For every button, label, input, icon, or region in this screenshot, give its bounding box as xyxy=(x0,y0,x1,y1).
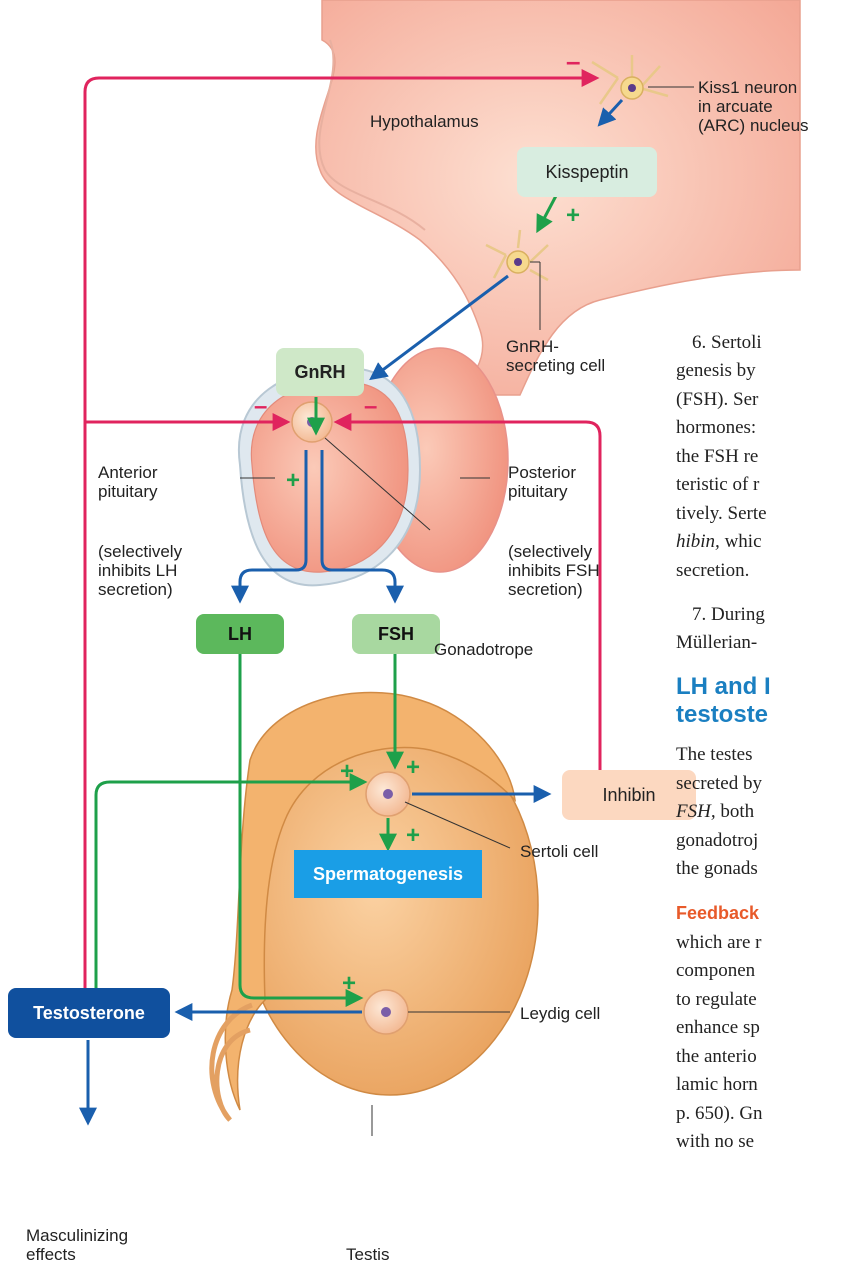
gnrh-cell-label-line2: secreting cell xyxy=(506,356,605,375)
sertoli-cell-label: Sertoli cell xyxy=(520,842,598,861)
lh-inhibition-note-line3: secretion) xyxy=(98,580,173,599)
body2-line4: enhance sp xyxy=(676,1014,760,1043)
anterior-pituitary-label-line2: pituitary xyxy=(98,482,158,501)
leydig-cell-label: Leydig cell xyxy=(520,1004,600,1023)
masculinizing-label-line1: Masculinizing xyxy=(26,1226,128,1245)
body1-line1: The testes xyxy=(676,741,753,770)
body1-line3: FSH, both xyxy=(676,798,754,827)
testis-label: Testis xyxy=(346,1245,389,1264)
fsh-inhibition-note-line1: (selectively xyxy=(508,542,592,561)
body2-line8: with no se xyxy=(676,1128,754,1157)
kiss1-label-line3: (ARC) nucleus xyxy=(698,116,809,135)
gnrh-plus-sign: + xyxy=(286,471,300,490)
anterior-pituitary-label-line1: Anterior xyxy=(98,463,158,482)
kiss1-label-line1: Kiss1 neuron xyxy=(698,78,797,97)
gonadotrope-cell-icon xyxy=(292,402,332,442)
section-heading-line1: LH and I xyxy=(676,673,771,700)
para6-rest: whic xyxy=(720,531,762,552)
lh-minus-sign: – xyxy=(254,397,267,416)
fsh-inhibition-note-line2: inhibits FSH xyxy=(508,561,600,580)
section-heading-line2: testoste xyxy=(676,701,768,728)
fsh-inhibition-note-line3: secretion) xyxy=(508,580,583,599)
sertoli-cell-icon xyxy=(366,772,410,816)
para6-line9: secretion. xyxy=(676,557,749,586)
lh-inhibition-note-line2: inhibits LH xyxy=(98,561,177,580)
hypothalamus-label: Hypothalamus xyxy=(370,112,479,131)
body2-line1: which are r xyxy=(676,929,761,958)
gnrh-cell-label-line1: GnRH- xyxy=(506,337,559,356)
para7-line2: Müllerian- xyxy=(676,629,757,658)
fsh-plus-sign: + xyxy=(406,758,420,777)
body2-line2: componen xyxy=(676,957,755,986)
para6-line6: teristic of r xyxy=(676,471,759,500)
fsh-minus-sign: – xyxy=(364,397,377,416)
fsh-box: FSH xyxy=(352,614,440,654)
body2-line6: lamic horn xyxy=(676,1071,758,1100)
para6-line1: 6. Sertoli xyxy=(692,329,762,358)
body1-line5: the gonads xyxy=(676,855,758,884)
body1-line4: gonadotroj xyxy=(676,827,758,856)
spermatogenesis-plus-sign: + xyxy=(406,826,420,845)
body1-italic: FSH, xyxy=(676,801,716,822)
masculinizing-label-line2: effects xyxy=(26,1245,76,1264)
body2-line7: p. 650). Gn xyxy=(676,1100,763,1129)
gonadotrope-label: Gonadotrope xyxy=(434,640,533,659)
kisspeptin-box: Kisspeptin xyxy=(517,147,657,197)
para7-line1: 7. During xyxy=(692,601,765,630)
para6-italic: hibin, xyxy=(676,531,720,552)
posterior-pituitary-label-line2: pituitary xyxy=(508,482,568,501)
spermatogenesis-box: Spermatogenesis xyxy=(294,850,482,898)
para6-line5: the FSH re xyxy=(676,443,758,472)
para6-line4: hormones: xyxy=(676,414,756,443)
kiss1-minus-sign: – xyxy=(566,52,580,71)
lh-box: LH xyxy=(196,614,284,654)
feedback-subhead: Feedback xyxy=(676,903,759,924)
body1-line2: secreted by xyxy=(676,770,762,799)
kiss1-label-line2: in arcuate xyxy=(698,97,773,116)
body2-line3: to regulate xyxy=(676,986,757,1015)
testosterone-sertoli-plus-sign: + xyxy=(340,762,354,781)
body1-rest: both xyxy=(716,801,755,822)
leydig-cell-icon xyxy=(364,990,408,1034)
testosterone-box: Testosterone xyxy=(8,988,170,1038)
posterior-pituitary-label-line1: Posterior xyxy=(508,463,576,482)
para6-line2: genesis by xyxy=(676,357,756,386)
para6-line8: hibin, whic xyxy=(676,528,762,557)
para6-line7: tively. Serte xyxy=(676,500,767,529)
lh-inhibition-note-line1: (selectively xyxy=(98,542,182,561)
leydig-plus-sign: + xyxy=(342,974,356,993)
gnrh-box: GnRH xyxy=(276,348,364,396)
kisspeptin-plus-sign: + xyxy=(566,206,580,225)
para6-line3: (FSH). Ser xyxy=(676,386,758,415)
body2-line5: the anterio xyxy=(676,1043,757,1072)
